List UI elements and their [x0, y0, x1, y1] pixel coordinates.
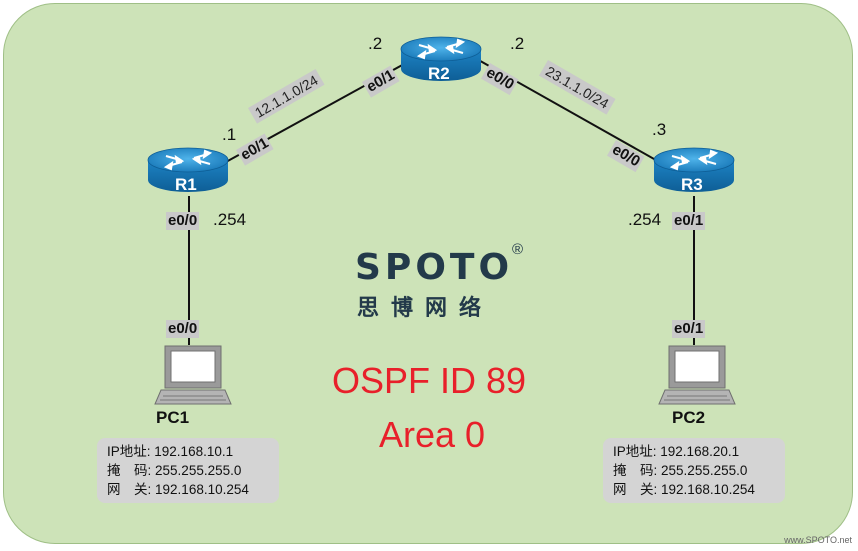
- pc2-name: PC2: [672, 408, 706, 427]
- router-name-r3: R3: [681, 175, 703, 194]
- ospf-process-label: OSPF ID 89: [332, 360, 527, 401]
- spoto-logo-chinese: 思博网络: [357, 295, 494, 320]
- pc-icon[interactable]: [658, 345, 736, 405]
- r1-host-id: .1: [222, 125, 237, 144]
- pc1-e00-label: e0/0: [166, 320, 200, 338]
- r1-e00-label: e0/0: [166, 212, 200, 230]
- pc1-mask: 255.255.255.0: [155, 463, 242, 478]
- pc1-mask-row: 掩 码: 255.255.255.0: [107, 463, 242, 478]
- pc2-info-box: IP地址: 192.168.20.1 掩 码: 255.255.255.0 网 …: [603, 438, 785, 503]
- router-name-r2: R2: [428, 64, 450, 83]
- pc2-gw-row: 网 关: 192.168.10.254: [613, 482, 755, 497]
- pc2-mask-row: 掩 码: 255.255.255.0: [613, 463, 748, 478]
- pc2-mask: 255.255.255.0: [661, 463, 748, 478]
- pc-icon[interactable]: [154, 345, 232, 405]
- pc2-ip-row: IP地址: 192.168.20.1: [613, 444, 740, 459]
- pc2-gateway: 192.168.10.254: [661, 482, 755, 497]
- pc1-info-box: IP地址: 192.168.10.1 掩 码: 255.255.255.0 网 …: [97, 438, 279, 503]
- pc1-name: PC1: [156, 408, 190, 427]
- router-name-r1: R1: [175, 175, 197, 194]
- pc2-ip: 192.168.20.1: [660, 444, 740, 459]
- r3-host-id-lan: .254: [628, 210, 662, 229]
- registered-mark: ®: [512, 241, 524, 258]
- pc1-gateway: 192.168.10.254: [155, 482, 249, 497]
- spoto-logo-word: SPOTO: [355, 247, 514, 288]
- r1-host-id-lan: .254: [213, 210, 247, 229]
- ospf-area-label: Area 0: [379, 414, 486, 455]
- watermark: www.SPOTO.net: [784, 535, 852, 545]
- pc1-gw-row: 网 关: 192.168.10.254: [107, 482, 249, 497]
- r2-host-id-left: .2: [368, 34, 383, 53]
- r3-host-id-top: .3: [652, 120, 667, 139]
- pc2-e01-label: e0/1: [672, 320, 706, 338]
- pc1-ip: 192.168.10.1: [154, 444, 234, 459]
- r3-e01-label: e0/1: [672, 212, 706, 230]
- r2-host-id-right: .2: [510, 34, 525, 53]
- pc1-ip-row: IP地址: 192.168.10.1: [107, 444, 234, 459]
